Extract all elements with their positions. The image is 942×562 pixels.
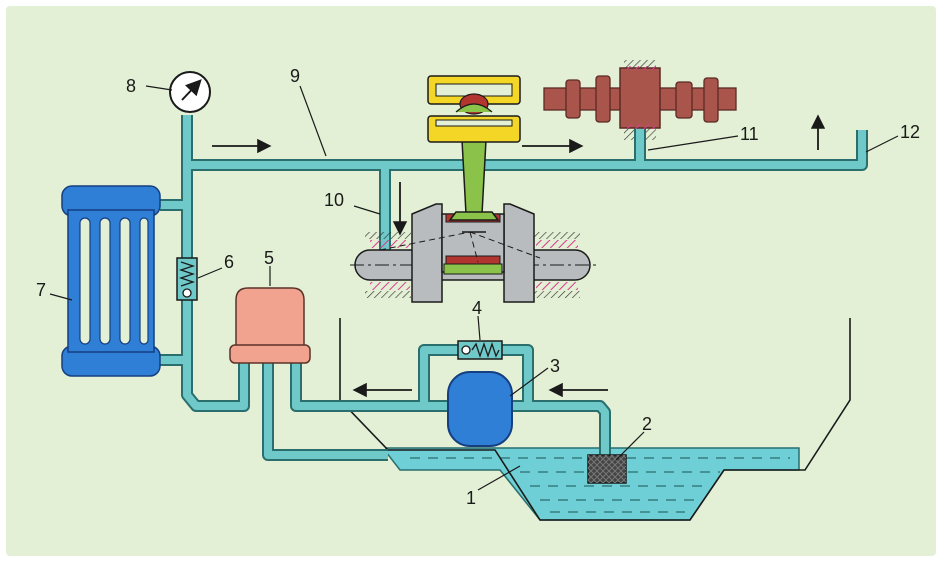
label-bypass-valve: 6 (224, 252, 234, 272)
oil-pipes-fill (160, 115, 866, 459)
label-pressure-relief-valve: 4 (472, 298, 482, 318)
oil-strainer (587, 454, 627, 484)
pressure-relief-valve (457, 340, 503, 360)
leader-lines (49, 85, 899, 491)
label-crankshaft-feed: 10 (324, 190, 344, 210)
oil-pump (447, 371, 513, 447)
sump-wall (339, 318, 851, 521)
oil-filter (229, 287, 311, 364)
label-camshaft-feed: 11 (740, 124, 759, 144)
label-oil-strainer: 2 (642, 414, 652, 434)
connecting-rod (448, 139, 500, 221)
label-oil-sump: 1 (466, 488, 476, 508)
flow-arrows (212, 114, 826, 398)
pressure-gauge (169, 71, 211, 113)
label-outlet-pipe: 12 (900, 122, 920, 142)
label-oil-cooler: 7 (36, 280, 46, 300)
diagram-background (6, 6, 936, 556)
camshaft (543, 60, 737, 140)
label-pressure-gauge: 8 (126, 76, 136, 96)
oil-cooler (61, 185, 161, 377)
label-main-oil-gallery: 9 (290, 66, 300, 86)
label-oil-filter: 5 (264, 248, 274, 268)
piston (427, 75, 521, 143)
bypass-valve (176, 257, 198, 301)
callout-labels: 1 2 3 4 5 6 7 8 9 10 11 12 (36, 66, 920, 508)
crankshaft (350, 203, 600, 303)
label-oil-pump: 3 (550, 356, 560, 376)
